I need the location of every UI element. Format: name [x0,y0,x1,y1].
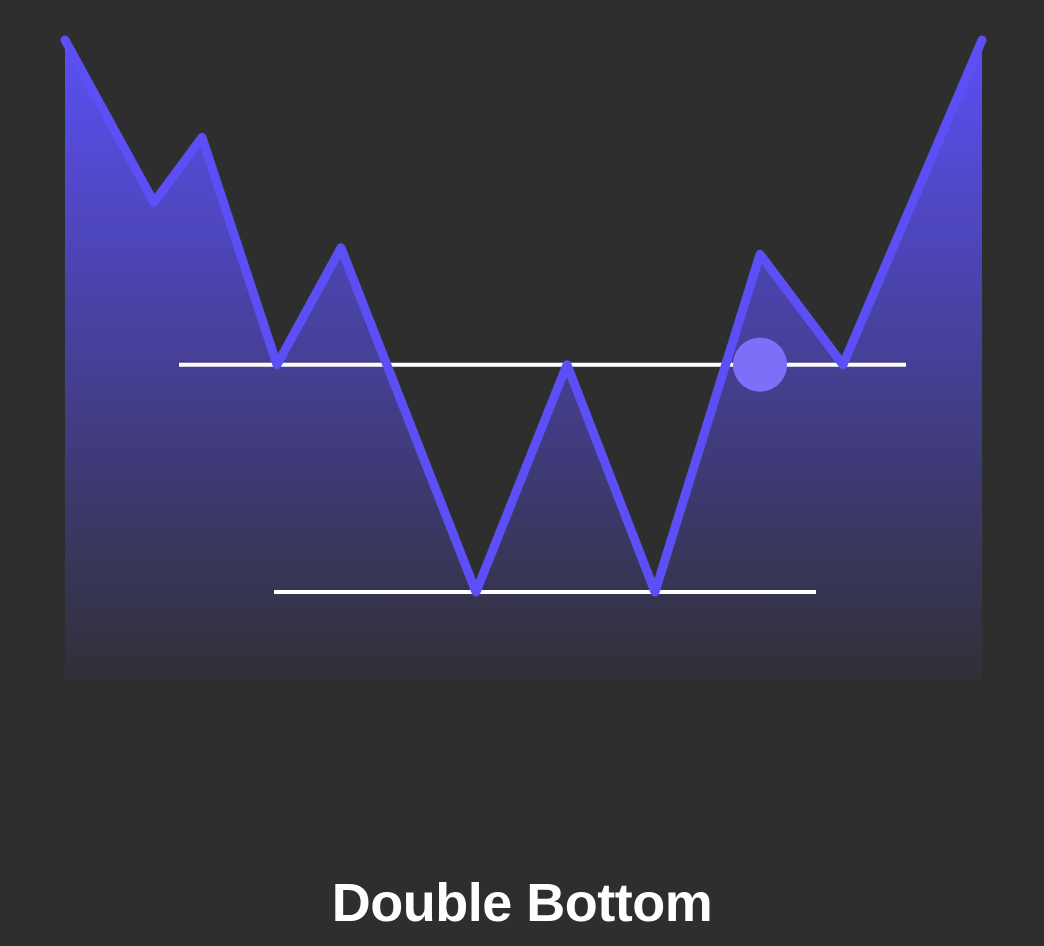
breakout-marker [733,337,787,392]
price-line [60,35,987,597]
pattern-title: Double Bottom [331,873,713,933]
price-area-fill [65,40,982,680]
